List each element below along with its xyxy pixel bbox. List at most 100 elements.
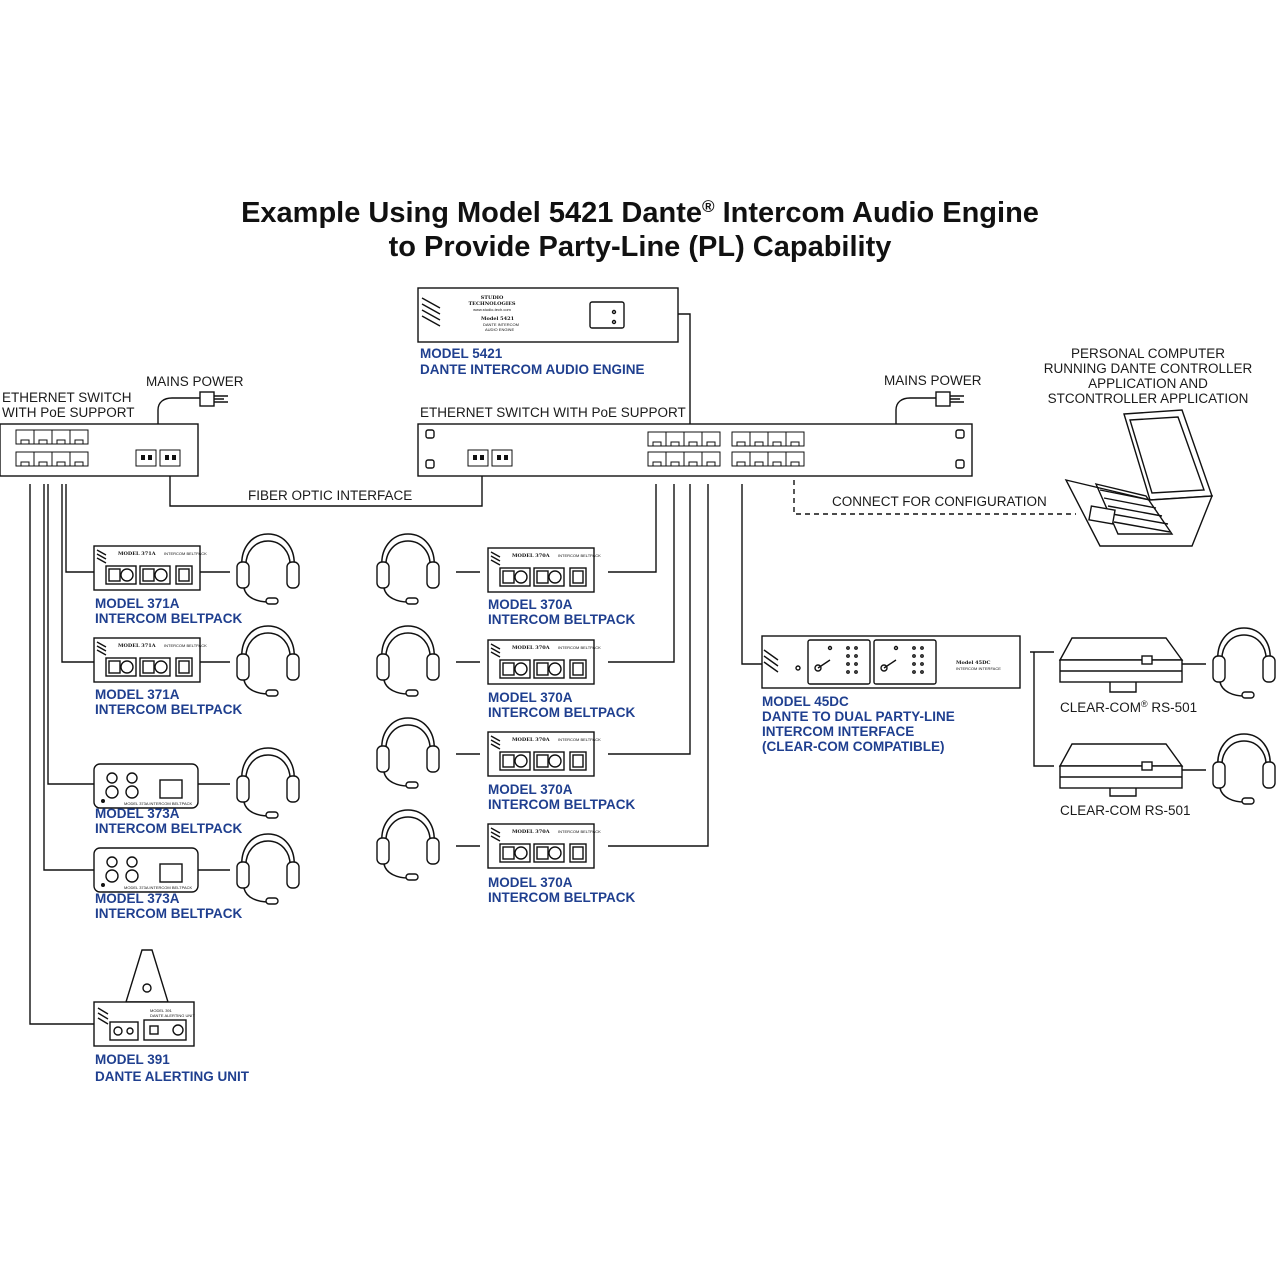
beltpack-370a-label-2: INTERCOM BELTPACK	[488, 705, 635, 720]
clearcom-label-2: CLEAR-COM RS-501	[1060, 803, 1191, 818]
model-5421-device: STUDIO TECHNOLOGIES www.studio-tech.com …	[417, 287, 679, 343]
link-center-370a-4	[608, 484, 709, 847]
beltpack-370a-device: MODEL 370A INTERCOM BELTPACK	[487, 731, 601, 777]
svg-text:INTERCOM BELTPACK: INTERCOM BELTPACK	[558, 553, 601, 558]
beltpack-370a-label-1: MODEL 370A	[488, 875, 573, 890]
headset-icon	[236, 833, 300, 905]
beltpack-371a-device: MODEL 371A INTERCOM BELTPACK	[93, 637, 207, 683]
beltpack-373a-label-2: INTERCOM BELTPACK	[95, 821, 242, 836]
model-45dc-label-1: MODEL 45DC	[762, 694, 849, 709]
center-switch-label: ETHERNET SWITCH WITH PoE SUPPORT	[420, 405, 686, 420]
svg-text:DANTE ALERTING UNIT: DANTE ALERTING UNIT	[150, 1013, 195, 1018]
link-left-373a-2	[43, 484, 94, 871]
beltpack-370a-label-2: INTERCOM BELTPACK	[488, 612, 635, 627]
computer-label-1: PERSONAL COMPUTER	[1071, 346, 1225, 361]
computer-label-2: RUNNING DANTE CONTROLLER	[1044, 361, 1253, 376]
link-left-373a-1	[47, 484, 94, 785]
configuration-label: CONNECT FOR CONFIGURATION	[832, 494, 1047, 509]
beltpack-373a-device: MODEL 373A INTERCOM BELTPACK	[93, 763, 199, 809]
clearcom-rs501-device	[1058, 637, 1184, 693]
beltpack-370a-label-2: INTERCOM BELTPACK	[488, 890, 635, 905]
beltpack-371a-label-2: INTERCOM BELTPACK	[95, 611, 242, 626]
left-switch-power-label: MAINS POWER	[146, 374, 244, 389]
svg-text:MODEL 371A: MODEL 371A	[118, 551, 156, 557]
svg-text:STUDIO: STUDIO	[481, 295, 504, 301]
svg-text:INTERCOM BELTPACK: INTERCOM BELTPACK	[164, 643, 207, 648]
beltpack-370a-label-1: MODEL 370A	[488, 690, 573, 705]
computer-label-3: APPLICATION AND	[1088, 376, 1208, 391]
headset-icon	[1212, 627, 1276, 699]
model-391-label-2: DANTE ALERTING UNIT	[95, 1069, 250, 1084]
center-ethernet-switch	[417, 423, 973, 477]
svg-text:Model 5421: Model 5421	[481, 316, 514, 322]
svg-text:MODEL 373A INTERCOM BELTPACK: MODEL 373A INTERCOM BELTPACK	[124, 885, 192, 890]
link-left-391	[29, 484, 94, 1025]
configuration-link	[793, 480, 1076, 515]
diagram-title-line1: Example Using Model 5421 Dante® Intercom…	[241, 197, 1039, 229]
model-391-label-1: MODEL 391	[95, 1052, 170, 1067]
diagram-title-line2: to Provide Party-Line (PL) Capability	[389, 231, 892, 263]
link-left-371a-2	[61, 484, 94, 663]
clearcom-label-1: CLEAR-COM® RS-501	[1060, 699, 1197, 715]
svg-text:MODEL 370A: MODEL 370A	[512, 553, 550, 559]
center-power-plug-icon	[895, 391, 964, 424]
link-center-370a-1	[608, 484, 657, 573]
beltpack-370a-label-1: MODEL 370A	[488, 597, 573, 612]
beltpack-373a-label-1: MODEL 373A	[95, 891, 180, 906]
headset-icon	[376, 625, 440, 697]
beltpack-373a-label-2: INTERCOM BELTPACK	[95, 906, 242, 921]
headset-icon	[376, 809, 440, 881]
model-45dc-device: Model 45DC INTERCOM INTERFACE	[761, 635, 1021, 689]
model-5421-label-1: MODEL 5421	[420, 346, 503, 361]
svg-text:INTERCOM BELTPACK: INTERCOM BELTPACK	[558, 829, 601, 834]
headset-icon	[1212, 733, 1276, 805]
svg-text:INTERCOM INTERFACE: INTERCOM INTERFACE	[956, 666, 1001, 671]
svg-text:AUDIO ENGINE: AUDIO ENGINE	[485, 327, 514, 332]
fiber-optic-link	[169, 476, 483, 507]
beltpack-371a-label-1: MODEL 371A	[95, 687, 180, 702]
beltpack-371a-label-2: INTERCOM BELTPACK	[95, 702, 242, 717]
model-391-device: MODEL 391 DANTE ALERTING UNIT	[93, 949, 195, 1047]
clearcom-rs501-device	[1058, 743, 1184, 797]
link-45dc-clearcom-2	[1033, 652, 1054, 767]
svg-text:DANTE INTERCOM: DANTE INTERCOM	[483, 322, 519, 327]
headset-icon	[376, 717, 440, 789]
svg-text:MODEL 391: MODEL 391	[150, 1008, 173, 1013]
svg-text:MODEL 371A: MODEL 371A	[118, 643, 156, 649]
svg-text:TECHNOLOGIES: TECHNOLOGIES	[468, 301, 515, 307]
svg-text:MODEL 370A: MODEL 370A	[512, 645, 550, 651]
link-center-45dc	[741, 484, 762, 665]
computer-label-4: STCONTROLLER APPLICATION	[1048, 391, 1249, 406]
laptop-icon	[1064, 409, 1214, 547]
headset-icon	[236, 533, 300, 605]
beltpack-370a-label-2: INTERCOM BELTPACK	[488, 797, 635, 812]
beltpack-370a-device: MODEL 370A INTERCOM BELTPACK	[487, 823, 601, 869]
headset-icon	[236, 625, 300, 697]
fiber-optic-label: FIBER OPTIC INTERFACE	[248, 488, 412, 503]
link-center-370a-2	[608, 484, 675, 663]
link-5421-to-switch	[678, 313, 691, 426]
beltpack-373a-label-1: MODEL 373A	[95, 806, 180, 821]
svg-text:MODEL 370A: MODEL 370A	[512, 829, 550, 835]
model-45dc-label-2: DANTE TO DUAL PARTY-LINE	[762, 709, 955, 724]
svg-text:MODEL 370A: MODEL 370A	[512, 737, 550, 743]
link-left-371a-1	[65, 484, 94, 573]
beltpack-370a-device: MODEL 370A INTERCOM BELTPACK	[487, 639, 601, 685]
left-switch-label-2: WITH PoE SUPPORT	[2, 405, 135, 420]
model-5421-label-2: DANTE INTERCOM AUDIO ENGINE	[420, 362, 645, 377]
beltpack-370a-device: MODEL 370A INTERCOM BELTPACK	[487, 547, 601, 593]
svg-text:INTERCOM BELTPACK: INTERCOM BELTPACK	[558, 645, 601, 650]
model-45dc-label-4: (CLEAR-COM COMPATIBLE)	[762, 739, 944, 754]
link-center-370a-3	[608, 484, 691, 755]
svg-text:INTERCOM BELTPACK: INTERCOM BELTPACK	[164, 551, 207, 556]
beltpack-371a-device: MODEL 371A INTERCOM BELTPACK	[93, 545, 207, 591]
beltpack-373a-device: MODEL 373A INTERCOM BELTPACK	[93, 847, 199, 893]
headset-icon	[236, 747, 300, 819]
model-45dc-label-3: INTERCOM INTERFACE	[762, 724, 914, 739]
beltpack-371a-label-1: MODEL 371A	[95, 596, 180, 611]
center-switch-power-label: MAINS POWER	[884, 373, 982, 388]
svg-text:MODEL 373A INTERCOM BELTPACK: MODEL 373A INTERCOM BELTPACK	[124, 801, 192, 806]
left-ethernet-switch	[0, 423, 199, 477]
